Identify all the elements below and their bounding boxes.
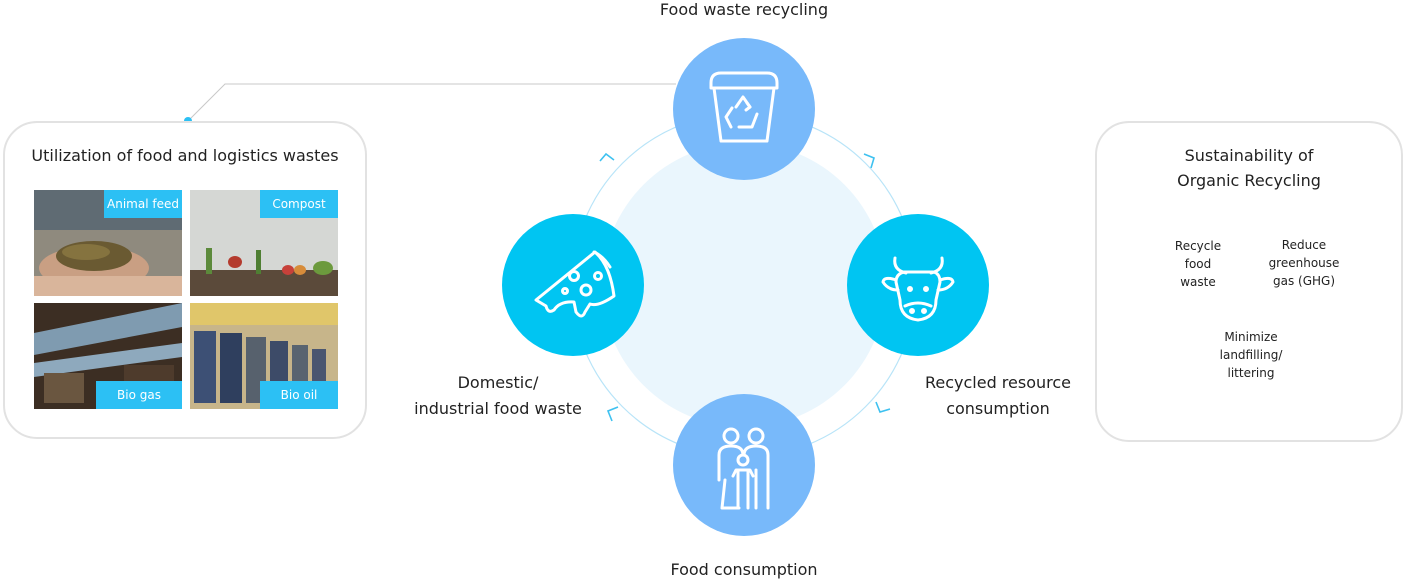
label-recycled-line1: Recycled resource — [924, 373, 1072, 392]
hex3-line1: Minimize — [1224, 330, 1278, 344]
hex1-line1: Recycle — [1174, 239, 1222, 253]
hex-text-reduce-ghg: Reduce greenhouse gas (GHG) — [1254, 236, 1354, 290]
label-recycled-resource-consumption: Recycled resource consumption — [904, 370, 1092, 422]
cycle-inner-fill — [602, 143, 886, 427]
photo-bio-oil: Bio oil — [190, 303, 338, 409]
photo-bio-gas: Bio gas — [34, 303, 182, 409]
node-food-consumption — [673, 394, 815, 536]
label-compost: Compost — [260, 190, 338, 218]
ring-arrow-top-left — [599, 152, 615, 162]
node-food-waste-recycling — [673, 38, 815, 180]
sustainability-panel — [1095, 121, 1403, 442]
label-recycled-line2: consumption — [946, 399, 1050, 418]
hex-text-minimize-landfilling: Minimize landfilling/ littering — [1201, 328, 1301, 382]
label-domestic-industrial-food-waste: Domestic/ industrial food waste — [398, 370, 598, 422]
hex2-line1: Reduce — [1281, 238, 1327, 252]
label-bio-gas: Bio gas — [96, 381, 182, 409]
label-food-consumption: Food consumption — [670, 560, 818, 579]
hex1-line3: waste — [1180, 275, 1216, 289]
sustainability-title-line1: Sustainability of — [1184, 146, 1314, 165]
connector-line — [187, 83, 676, 122]
hex2-line2: greenhouse — [1268, 256, 1340, 270]
photo-compost: Compost — [190, 190, 338, 296]
label-animal-feed: Animal feed — [104, 190, 182, 218]
sustainability-title: Sustainability of Organic Recycling — [1095, 143, 1403, 193]
photo-animal-feed: Animal feed — [34, 190, 182, 296]
label-domestic-line1: Domestic/ — [457, 373, 539, 392]
utilization-title: Utilization of food and logistics wastes — [31, 146, 339, 165]
pizza-slice-icon — [534, 250, 616, 318]
ring-arrow-top-right — [863, 153, 875, 169]
cow-icon — [881, 256, 955, 322]
label-domestic-line2: industrial food waste — [414, 399, 582, 418]
hex3-line3: littering — [1227, 366, 1275, 380]
node-recycled-resource — [847, 214, 989, 356]
hex1-line2: food — [1184, 257, 1212, 271]
sustainability-title-line2: Organic Recycling — [1177, 171, 1321, 190]
hex2-line3: gas (GHG) — [1272, 274, 1336, 288]
ring-arrow-bottom-right — [875, 401, 891, 413]
family-icon — [717, 427, 770, 510]
hex-text-recycle-food-waste: Recycle food waste — [1148, 237, 1248, 291]
recycle-bin-icon — [709, 71, 779, 143]
ring-arrow-bottom-left — [606, 406, 619, 422]
label-food-waste-recycling: Food waste recycling — [659, 0, 829, 19]
node-domestic-food-waste — [502, 214, 644, 356]
bio-gas-image — [34, 303, 182, 409]
hex3-line2: landfilling/ — [1219, 348, 1283, 362]
label-bio-oil: Bio oil — [260, 381, 338, 409]
